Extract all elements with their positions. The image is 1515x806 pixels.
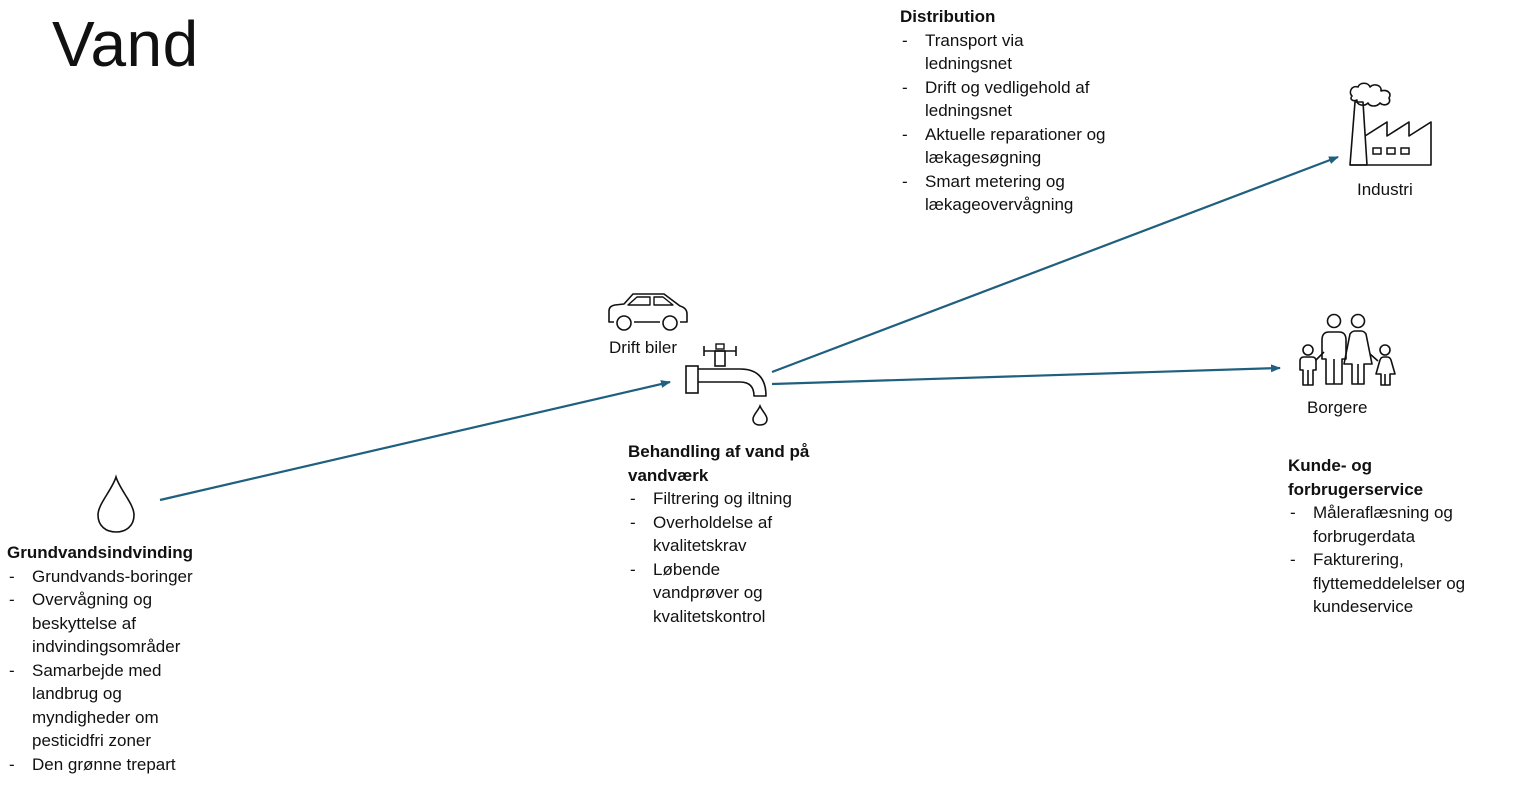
list-item: Overvågning og beskyttelse af indvinding… [7,588,207,659]
treatment-list: Filtrering og iltning Overholdelse af kv… [628,487,843,628]
arrow-treatment-to-industry [771,155,1339,374]
car-icon [608,293,688,331]
list-item: Samarbejde med landbrug og myndigheder o… [7,659,207,753]
list-item: Smart metering og lækageovervågning [900,170,1135,217]
arrow-groundwater-to-treatment [159,380,671,502]
customer-heading: Kunde- og forbrugerservice [1288,456,1424,499]
list-item: Grundvands-boringer [7,565,257,589]
industry-label: Industri [1357,180,1413,199]
customer-list: Måleraflæsning og forbrugerdata Fakturer… [1288,501,1510,619]
distribution-list: Transport via ledningsnet Drift og vedli… [900,29,1170,217]
list-item: Overholdelse af kvalitetskrav [628,511,793,558]
groundwater-list: Grundvands-boringer Overvågning og besky… [7,565,257,777]
treatment-heading: Behandling af vand på vandværk [628,442,810,485]
groundwater-block: Grundvandsindvinding Grundvands-boringer… [7,541,257,776]
water-drop-icon [97,474,135,533]
list-item: Måleraflæsning og forbrugerdata [1288,501,1493,548]
list-item: Aktuelle reparationer og lækagesøgning [900,123,1145,170]
list-item: Filtrering og iltning [628,487,843,511]
list-item: Drift og vedligehold af ledningsnet [900,76,1135,123]
faucet-icon [685,343,768,426]
list-item: Løbende vandprøver og kvalitetskontrol [628,558,803,629]
citizens-label: Borgere [1307,398,1368,417]
distribution-block: Distribution Transport via ledningsnet D… [900,5,1170,217]
list-item: Transport via ledningsnet [900,29,1065,76]
customer-block: Kunde- og forbrugerservice Måleraflæsnin… [1288,454,1510,619]
family-icon [1299,313,1396,386]
arrow-treatment-to-citizens [771,364,1281,386]
list-item: Fakturering, flyttemeddelelser og kundes… [1288,548,1515,619]
distribution-heading: Distribution [900,7,996,26]
factory-icon [1349,82,1432,166]
page-title: Vand [52,8,199,80]
treatment-block: Behandling af vand på vandværk Filtrerin… [628,440,843,628]
list-item: Den grønne trepart [7,753,257,777]
car-label: Drift biler [609,338,678,357]
groundwater-heading: Grundvandsindvinding [7,543,194,562]
